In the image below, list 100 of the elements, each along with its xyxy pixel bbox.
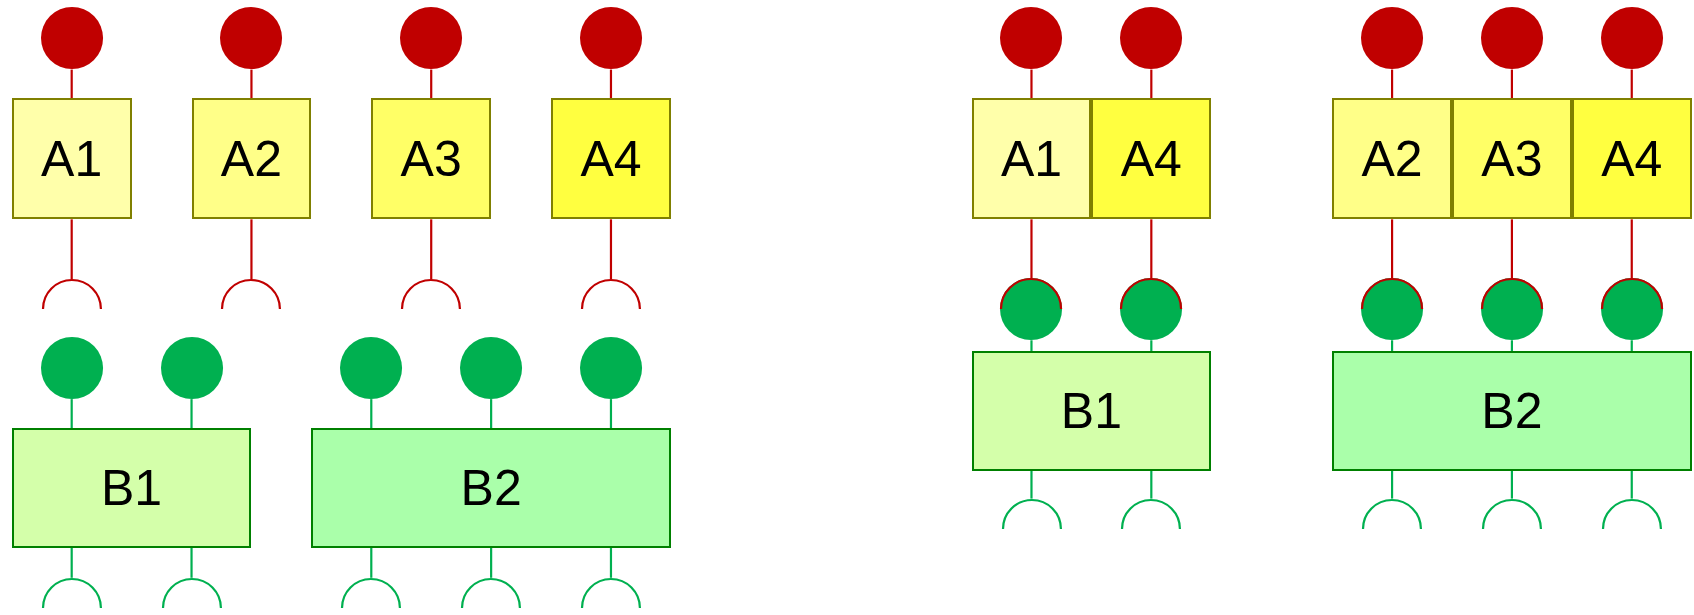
- interface-ball: [1480, 278, 1543, 341]
- connector-line: [1030, 69, 1033, 99]
- interface-ball: [460, 337, 523, 400]
- interface-ball: [160, 337, 223, 400]
- interface-ball: [1000, 278, 1063, 341]
- component-label: A2: [1361, 133, 1423, 184]
- interface-ball: [340, 337, 403, 400]
- connector-line: [1630, 470, 1633, 499]
- connector-line: [609, 219, 613, 280]
- connector-line: [190, 547, 193, 578]
- component-label: B1: [1060, 385, 1122, 436]
- connector-line: [490, 399, 493, 428]
- connector-line: [1030, 340, 1033, 351]
- connector-line: [609, 399, 613, 428]
- connector-line: [430, 69, 433, 99]
- interface-ball: [40, 337, 103, 400]
- connector-line: [370, 399, 373, 428]
- interface-socket: [1601, 498, 1662, 529]
- connector-line: [70, 547, 73, 578]
- interface-socket: [1361, 278, 1424, 310]
- component-label: A4: [580, 133, 642, 184]
- component-box: [11, 98, 132, 220]
- interface-socket: [221, 279, 282, 310]
- interface-socket: [1480, 278, 1543, 310]
- interface-ball: [40, 7, 103, 70]
- component-label: A1: [41, 133, 103, 184]
- component-box: [971, 98, 1092, 220]
- interface-socket: [41, 279, 102, 310]
- component-label: A3: [1481, 133, 1543, 184]
- interface-ball: [1600, 278, 1663, 341]
- connector-line: [190, 399, 193, 428]
- connector-line: [1630, 219, 1633, 280]
- connector-line: [1390, 219, 1394, 280]
- interface-socket: [1362, 498, 1422, 529]
- connector-line: [1150, 340, 1153, 351]
- interface-socket: [461, 577, 522, 608]
- connector-line: [1390, 470, 1394, 499]
- interface-socket: [1001, 498, 1062, 529]
- connector-line: [1390, 69, 1394, 99]
- connector-line: [1510, 340, 1513, 351]
- connector-line: [1150, 69, 1153, 99]
- component-box: [11, 428, 252, 548]
- connector-line: [1390, 340, 1394, 351]
- component-label: A4: [1120, 133, 1182, 184]
- interface-socket: [581, 279, 641, 310]
- component-box: [1091, 98, 1212, 220]
- interface-ball: [1600, 7, 1663, 70]
- connector-line: [1030, 219, 1033, 280]
- interface-socket: [1600, 278, 1663, 310]
- component-label: B1: [101, 462, 163, 513]
- connector-line: [250, 219, 253, 280]
- connector-line: [70, 69, 73, 99]
- component-box: [371, 98, 492, 220]
- connector-line: [370, 547, 373, 578]
- connector-line: [70, 219, 73, 280]
- interface-socket: [41, 577, 102, 608]
- connector-line: [1510, 470, 1513, 499]
- component-box: [191, 98, 312, 220]
- component-box: [551, 98, 671, 220]
- component-box: [1332, 350, 1692, 471]
- component-box: [1332, 98, 1452, 220]
- interface-ball: [579, 337, 642, 400]
- component-box: [971, 350, 1212, 471]
- connector-line: [1510, 69, 1513, 99]
- interface-socket: [1121, 498, 1182, 529]
- connector-line: [430, 219, 433, 280]
- component-label: A2: [220, 133, 282, 184]
- component-box: [1452, 98, 1572, 220]
- connector-line: [1630, 69, 1633, 99]
- interface-socket: [401, 279, 462, 310]
- component-label: A4: [1601, 133, 1663, 184]
- interface-ball: [1361, 278, 1424, 341]
- connector-line: [1030, 470, 1033, 499]
- component-label: A3: [400, 133, 462, 184]
- interface-socket: [161, 577, 222, 608]
- interface-socket: [581, 577, 641, 608]
- interface-ball: [1000, 7, 1063, 70]
- connector-line: [1150, 470, 1153, 499]
- connector-line: [1510, 219, 1513, 280]
- component-label: A1: [1000, 133, 1063, 184]
- connector-line: [609, 69, 613, 99]
- interface-ball: [579, 7, 642, 70]
- component-label: B2: [460, 462, 522, 513]
- interface-ball: [1120, 278, 1183, 341]
- interface-ball: [1120, 7, 1183, 70]
- connector-line: [1150, 219, 1153, 280]
- connector-line: [1630, 340, 1633, 351]
- interface-ball: [220, 7, 283, 70]
- interface-socket: [341, 577, 402, 608]
- connector-line: [70, 399, 73, 428]
- interface-ball: [1361, 7, 1424, 70]
- component-label: B2: [1481, 385, 1543, 436]
- connector-line: [609, 547, 613, 578]
- component-box: [311, 428, 671, 548]
- interface-ball: [1480, 7, 1543, 70]
- connector-line: [490, 547, 493, 578]
- interface-socket: [1481, 498, 1542, 529]
- interface-ball: [400, 7, 463, 70]
- interface-socket: [1120, 278, 1183, 310]
- component-box: [1571, 98, 1692, 220]
